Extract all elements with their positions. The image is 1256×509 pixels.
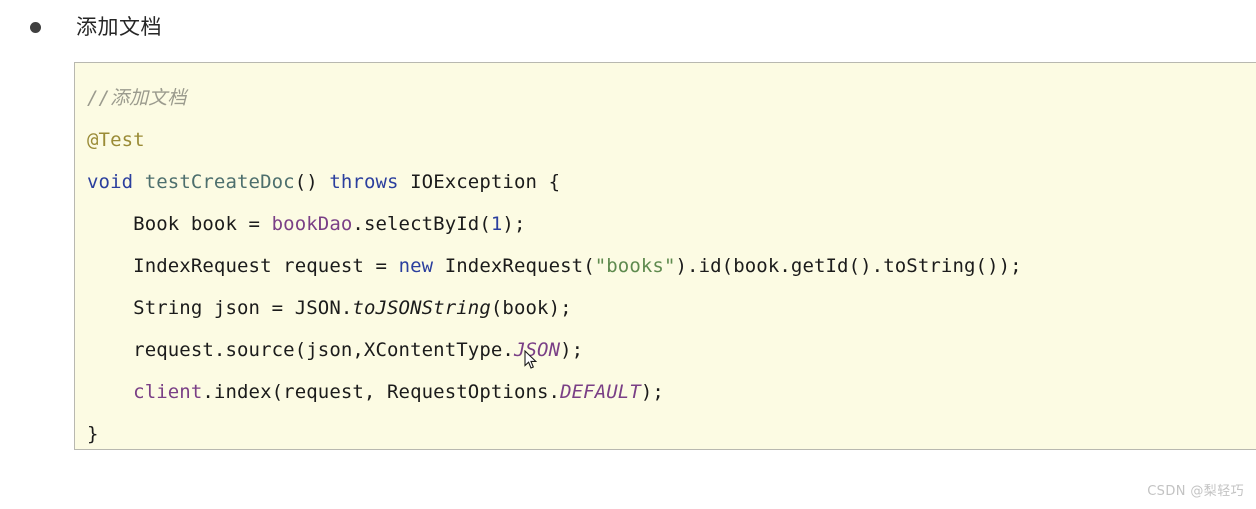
code-token: bookDao — [271, 213, 353, 235]
code-token: throws — [329, 171, 399, 193]
line-annotation: @Test — [87, 119, 1256, 161]
code-token — [87, 381, 133, 403]
code-token: @Test — [87, 129, 145, 151]
line-index-request: IndexRequest request = new IndexRequest(… — [87, 245, 1256, 287]
code-token: DEFAULT — [560, 381, 641, 403]
line-comment: //添加文档 — [87, 77, 1256, 119]
code-token: () — [294, 171, 330, 193]
code-token: IndexRequest request = — [87, 255, 399, 277]
code-token: .index(request, RequestOptions. — [202, 381, 561, 403]
bullet-point-icon — [30, 21, 41, 33]
code-token: Book book = — [87, 213, 272, 235]
code-token: IndexRequest( — [433, 255, 595, 277]
line-close-brace: } — [87, 413, 1256, 449]
code-token — [133, 171, 145, 193]
code-token: client — [133, 381, 203, 403]
line-json-string: String json = JSON.toJSONString(book); — [87, 287, 1256, 329]
code-token: String json = JSON. — [87, 297, 353, 319]
page-title: 添加文档 — [76, 14, 162, 39]
code-token: "books" — [594, 255, 676, 277]
code-token: JSON — [513, 339, 561, 361]
code-token: testCreateDoc — [144, 171, 295, 193]
line-request-source: request.source(json,XContentType.JSON); — [87, 329, 1256, 371]
code-token: new — [398, 255, 434, 277]
code-block[interactable]: //添加文档 @Test void testCreateDoc() throws I… — [74, 62, 1256, 450]
document-heading: 添加文档 — [0, 8, 162, 46]
line-client-index: client.index(request, RequestOptions.DEF… — [87, 371, 1256, 413]
csdn-watermark: CSDN @梨轻巧 — [1147, 484, 1244, 499]
code-token: //添加文档 — [87, 87, 187, 109]
code-token: .selectById( — [352, 213, 491, 235]
code-token: ).id(book.getId().toString()); — [675, 255, 1022, 277]
code-token: } — [87, 423, 99, 445]
code-token: toJSONString — [352, 297, 491, 319]
code-token: ); — [502, 213, 526, 235]
code-block-content: //添加文档 @Test void testCreateDoc() throws I… — [75, 63, 1256, 449]
code-token: ); — [560, 339, 584, 361]
code-token: ); — [640, 381, 664, 403]
code-token: IOException { — [398, 171, 561, 193]
code-token: request.source(json,XContentType. — [87, 339, 514, 361]
line-select-book: Book book = bookDao.selectById(1); — [87, 203, 1256, 245]
code-token: void — [87, 171, 134, 193]
code-token: 1 — [490, 213, 503, 235]
code-token: (book); — [490, 297, 572, 319]
line-signature: void testCreateDoc() throws IOException … — [87, 161, 1256, 203]
